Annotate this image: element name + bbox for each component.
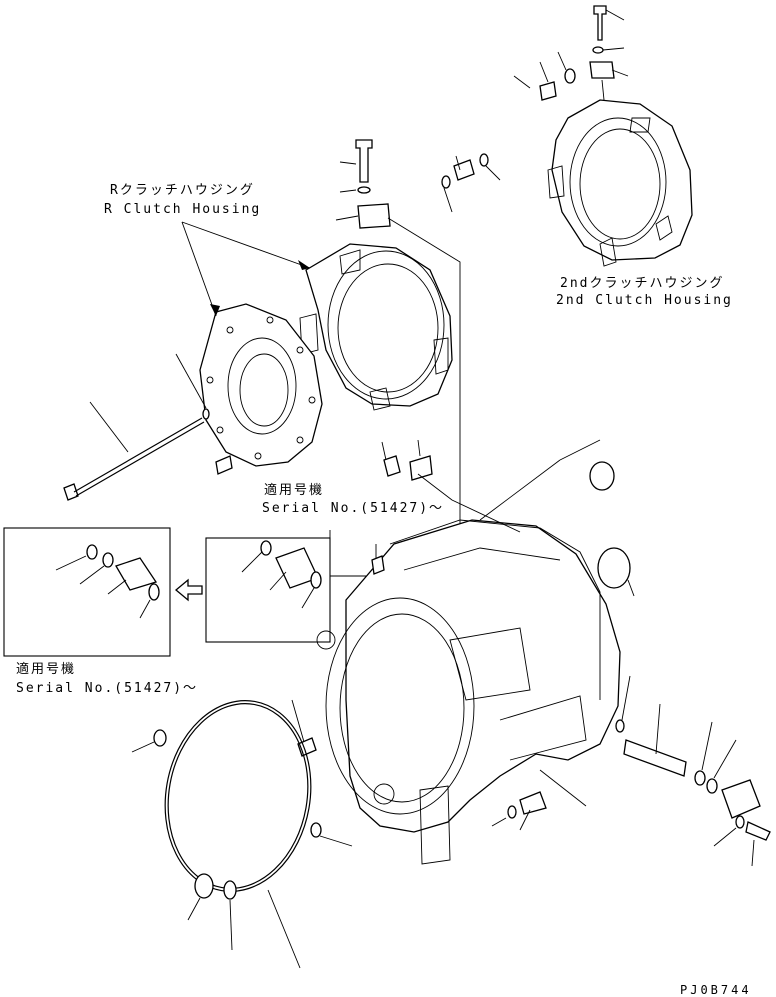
hollow-left-arrow-icon [174,578,203,602]
r-clutch-label-jp: Rクラッチハウジング [110,183,255,198]
r-clutch-housing [299,243,453,411]
serial-label-center: Serial No.(51427)～ [262,501,444,516]
long-tie-bolt [63,353,233,501]
drawing-code: PJ0B744 [680,983,752,997]
r-clutch-plate [199,303,323,467]
bottom-bolts [491,769,587,831]
transmission-case [316,439,621,865]
serial-label-left: Serial No.(51427)～ [16,681,198,696]
r-clutch-small-parts [335,139,501,640]
r-clutch-leaders [181,221,311,317]
center-inset-box [205,537,331,643]
second-clutch-housing [547,99,693,267]
left-inset-box [3,527,171,657]
second-clutch-small-parts [513,5,629,101]
second-clutch-label-jp: 2ndクラッチハウジング [560,276,724,291]
applicable-label-left-jp: 適用号機 [16,661,76,677]
right-shaft-parts [597,547,771,867]
large-o-ring [131,700,353,969]
r-clutch-label-en: R Clutch Housing [104,202,261,217]
second-clutch-label-en: 2nd Clutch Housing [556,293,733,308]
applicable-label-center-jp: 適用号機 [264,482,324,498]
